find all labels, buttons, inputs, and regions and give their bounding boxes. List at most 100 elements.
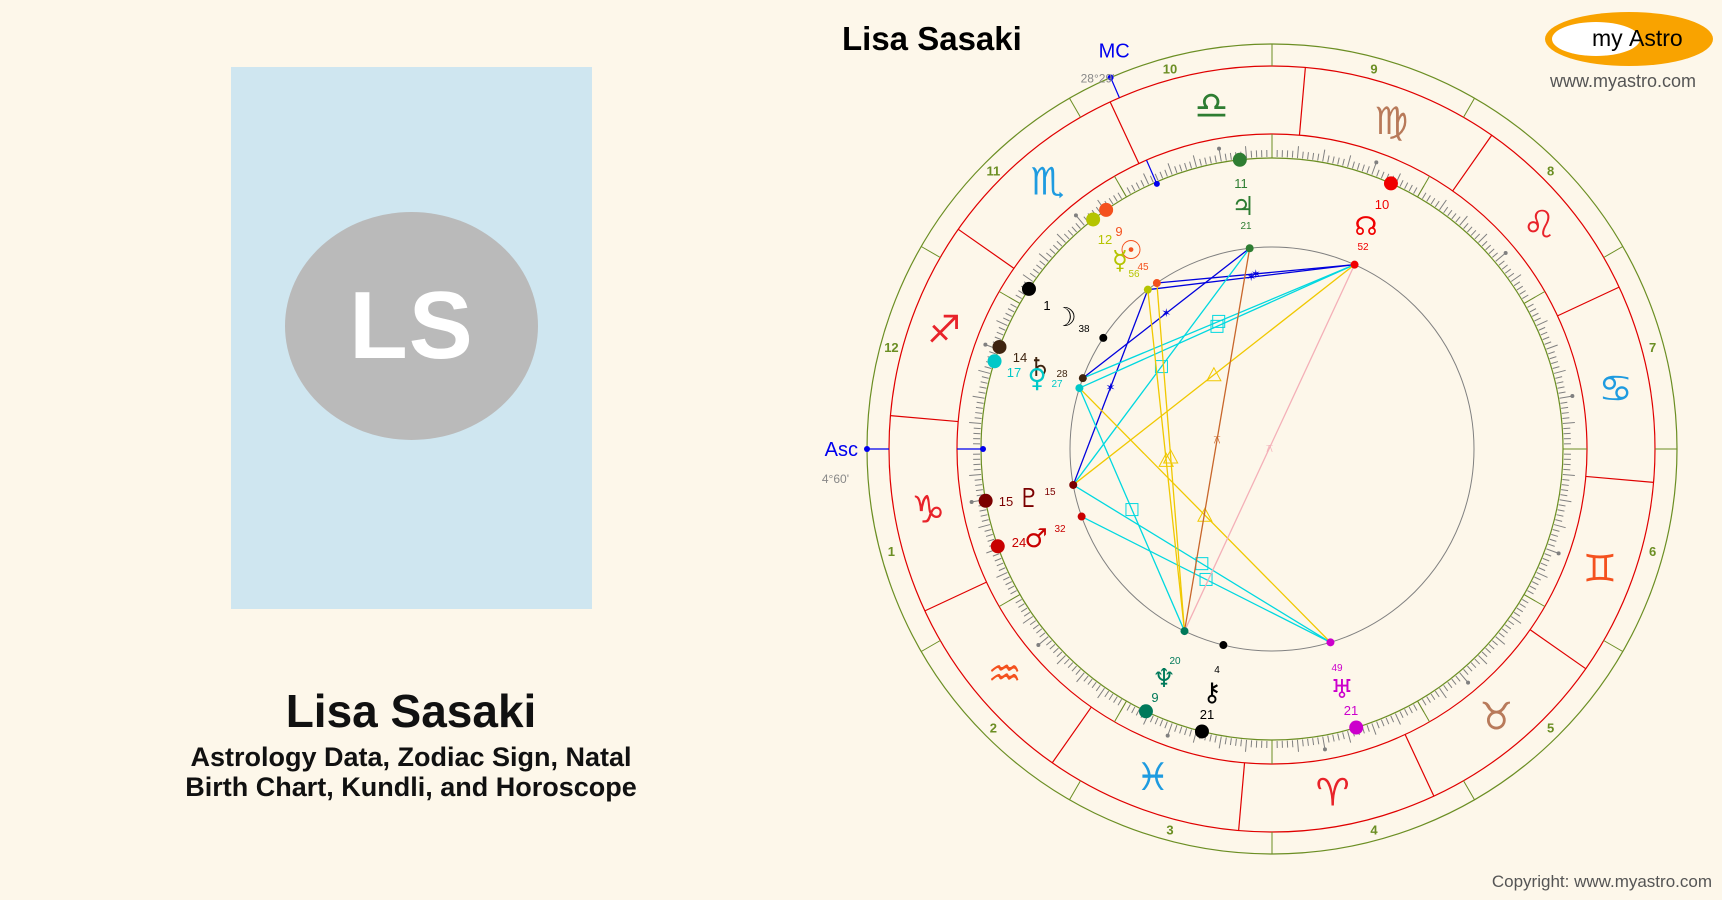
degree-tick (1342, 732, 1345, 740)
degree-tick (1492, 640, 1498, 646)
planet-moon[interactable]: ☽︎138 (1021, 281, 1108, 342)
degree-tick (1421, 699, 1427, 706)
degree-tick (1467, 226, 1473, 233)
degree-tick (1108, 197, 1114, 205)
degree-tick (1558, 391, 1566, 394)
house-number: 12 (884, 340, 898, 355)
chart-title: Lisa Sasaki (842, 20, 1022, 57)
degree-tick (1189, 729, 1192, 737)
degree-tick (1029, 620, 1037, 626)
sign-glyph-cancer: ♋︎ (1599, 366, 1633, 410)
planet-degree: 21 (1200, 707, 1214, 722)
degree-tick (1131, 706, 1136, 714)
copyright: Copyright: www.myastro.com (1491, 872, 1712, 891)
degree-tick (1022, 274, 1034, 282)
degree-tick (1510, 274, 1522, 282)
logo-url[interactable]: www.myastro.com (1550, 71, 1697, 91)
degree-tick (1087, 678, 1093, 685)
planet-chiron[interactable]: ⚷︎214 (1194, 641, 1228, 739)
degree-tick (1245, 739, 1248, 752)
planet-marker (1232, 152, 1247, 167)
degree-tick (1209, 734, 1212, 742)
degree-tick (1561, 489, 1569, 492)
degree-tick (1413, 187, 1418, 194)
sun-icon: ☉︎ (1119, 236, 1142, 266)
degree-tick (974, 479, 982, 481)
degree-tick (1498, 260, 1505, 266)
degree-tick (1056, 651, 1063, 658)
degree-tick (1204, 157, 1207, 165)
degree-tick (1447, 209, 1453, 217)
degree-tick (1498, 632, 1505, 638)
degree-tick (1356, 162, 1360, 170)
degree-tick (1501, 264, 1508, 270)
planet-sun[interactable]: ☉︎945 (1099, 202, 1161, 288)
degree-tick (1179, 164, 1183, 172)
trine-aspect-marker (1158, 452, 1175, 467)
planet-marker (978, 493, 993, 508)
decan-marker (1322, 747, 1327, 752)
degree-tick (1347, 730, 1352, 743)
avatar: LS (285, 212, 538, 440)
degree-tick (1149, 175, 1154, 183)
degree-tick (1097, 687, 1105, 699)
aspect-point (1099, 333, 1108, 342)
aspect-trine (1156, 282, 1186, 632)
aspect-circle (1069, 246, 1475, 652)
degree-tick (1317, 737, 1320, 745)
degree-tick (1167, 723, 1173, 735)
degree-tick (1495, 636, 1506, 645)
degree-tick (1184, 728, 1188, 736)
house-number: 3 (1166, 823, 1173, 838)
degree-tick (1347, 155, 1352, 168)
degree-tick (1240, 739, 1242, 747)
moon-icon: ☽︎ (1053, 303, 1076, 333)
myastro-logo[interactable]: my Astro (1544, 11, 1714, 67)
degree-tick (1317, 153, 1320, 161)
square-aspect-marker (1210, 319, 1224, 333)
aspect-sextile (1072, 289, 1149, 486)
degree-tick (1421, 192, 1427, 199)
north-node-icon: ☊︎ (1354, 212, 1377, 242)
degree-tick (1322, 149, 1326, 162)
degree-tick (1540, 562, 1548, 567)
degree-tick (1513, 281, 1521, 287)
degree-tick (989, 351, 997, 355)
aspect-lines: ✶✶✶✶⚻⚻ (1072, 247, 1356, 643)
planet-degree: 9 (1151, 690, 1158, 705)
degree-tick (1307, 152, 1309, 160)
degree-tick (1513, 611, 1521, 617)
decan-marker (983, 342, 988, 347)
degree-tick (1113, 696, 1118, 703)
house-cusp-inner (998, 594, 1021, 607)
aspect-point (1078, 374, 1087, 383)
degree-tick (981, 519, 989, 522)
house-number: 7 (1649, 340, 1656, 355)
planet-degree: 17 (1007, 365, 1021, 380)
sign-boundary (1051, 706, 1092, 764)
aspect-square (1072, 247, 1251, 486)
degree-tick (1091, 681, 1097, 689)
degree-tick (978, 524, 991, 529)
sign-boundary (1404, 734, 1435, 797)
sign-boundary (1557, 286, 1620, 317)
degree-tick (1516, 285, 1524, 291)
degree-tick (1451, 213, 1457, 220)
degree-tick (1538, 326, 1546, 331)
degree-tick (1337, 157, 1340, 165)
planet-minute: 27 (1051, 379, 1063, 390)
house-cusp-inner (1417, 700, 1430, 723)
degree-ticks (968, 145, 1576, 753)
house-number: 1 (888, 544, 895, 559)
degree-tick (1312, 152, 1315, 160)
planet-neptune[interactable]: ♆︎920 (1138, 627, 1189, 719)
logo-text-astro: Astro (1629, 25, 1683, 51)
